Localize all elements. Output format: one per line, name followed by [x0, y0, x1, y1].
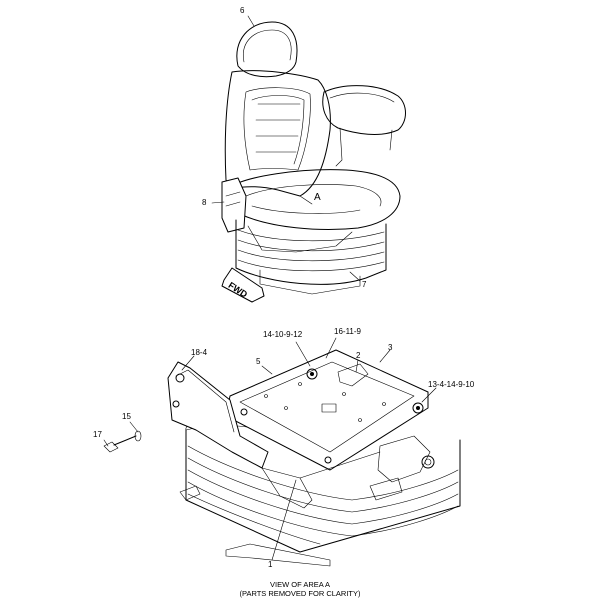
seat-overview-drawing: [211, 15, 406, 303]
callout-13-4-14-9-10: 13-4-14-9-10: [428, 380, 475, 389]
callout-1: 1: [268, 560, 273, 569]
callout-15: 15: [122, 412, 131, 421]
callout-7: 7: [362, 280, 367, 289]
caption-title: VIEW OF AREA A: [269, 580, 331, 589]
callout-18-4: 18-4: [191, 348, 208, 357]
callout-a: A: [314, 192, 321, 203]
callout-17: 17: [93, 430, 102, 439]
area-a-detail-drawing: [103, 337, 461, 567]
callout-8: 8: [202, 198, 207, 207]
callout-6: 6: [240, 6, 245, 15]
callout-3: 3: [388, 343, 393, 352]
caption-subtitle: (PARTS REMOVED FOR CLARITY): [239, 589, 361, 598]
callout-2: 2: [356, 351, 361, 360]
callout-14-10-9-12: 14-10-9-12: [263, 330, 303, 339]
callout-16-11-9: 16-11-9: [334, 327, 361, 336]
callout-5: 5: [256, 357, 261, 366]
